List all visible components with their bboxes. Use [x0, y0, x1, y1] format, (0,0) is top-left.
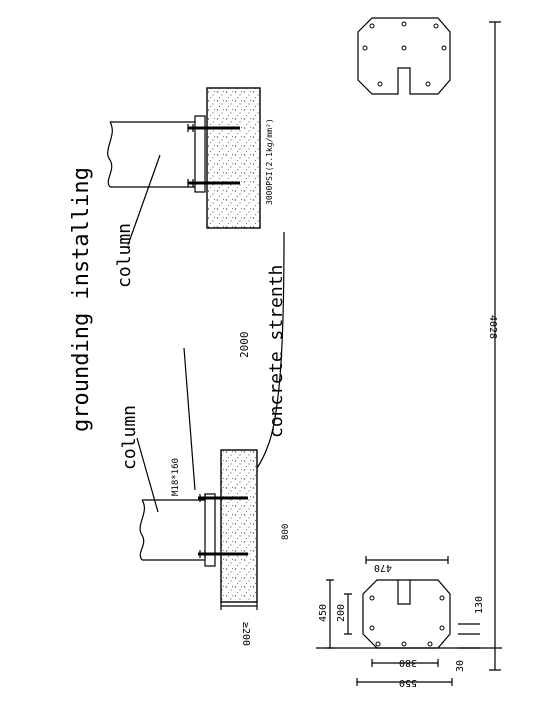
lower-column-leader — [136, 437, 159, 513]
concrete-label: concrete strenth — [266, 265, 287, 438]
thickness-label: ≥200 — [240, 622, 251, 646]
dim-130-label: 130 — [474, 596, 485, 614]
top-plate-view — [357, 17, 451, 95]
bolt-leader — [183, 347, 196, 491]
concrete-leader — [251, 231, 285, 475]
bottom-plate-outline — [362, 579, 451, 649]
lower-column — [139, 499, 205, 561]
lower-concrete-block — [220, 449, 258, 603]
dim-450-label: 450 — [318, 604, 329, 622]
dim-470-label: 470 — [374, 562, 392, 573]
bottom-plate-view: 470 380 550 450 200 130 30 — [316, 556, 502, 688]
dim-overall-label: 4028 — [487, 315, 498, 339]
upper-concrete-block — [206, 87, 261, 229]
upper-column — [107, 121, 195, 188]
concrete-spec-text: 3000PSI(2.1kg/mm²) — [265, 118, 274, 205]
top-plate-outline — [357, 17, 451, 95]
lower-section: column ≥200 800 — [119, 405, 291, 646]
upper-base-plate — [194, 115, 206, 193]
bolt-label: M18*160 — [171, 458, 181, 496]
dim-30-label: 30 — [455, 660, 466, 672]
gap-2000-label: 2000 — [238, 332, 251, 359]
dim-550-label: 550 — [399, 677, 417, 688]
upper-section: column 3000PSI(2.1kg/mm²) — [107, 87, 274, 288]
dim-380-label: 380 — [399, 657, 417, 668]
gap-800-label: 800 — [281, 524, 291, 540]
upper-column-leader — [127, 154, 161, 246]
column-bottom-label: column — [119, 405, 140, 470]
column-top-label: column — [114, 223, 135, 288]
dim-200-label: 200 — [336, 604, 347, 622]
lower-base-plate — [204, 493, 216, 567]
title-text: grounding installing — [69, 167, 94, 432]
